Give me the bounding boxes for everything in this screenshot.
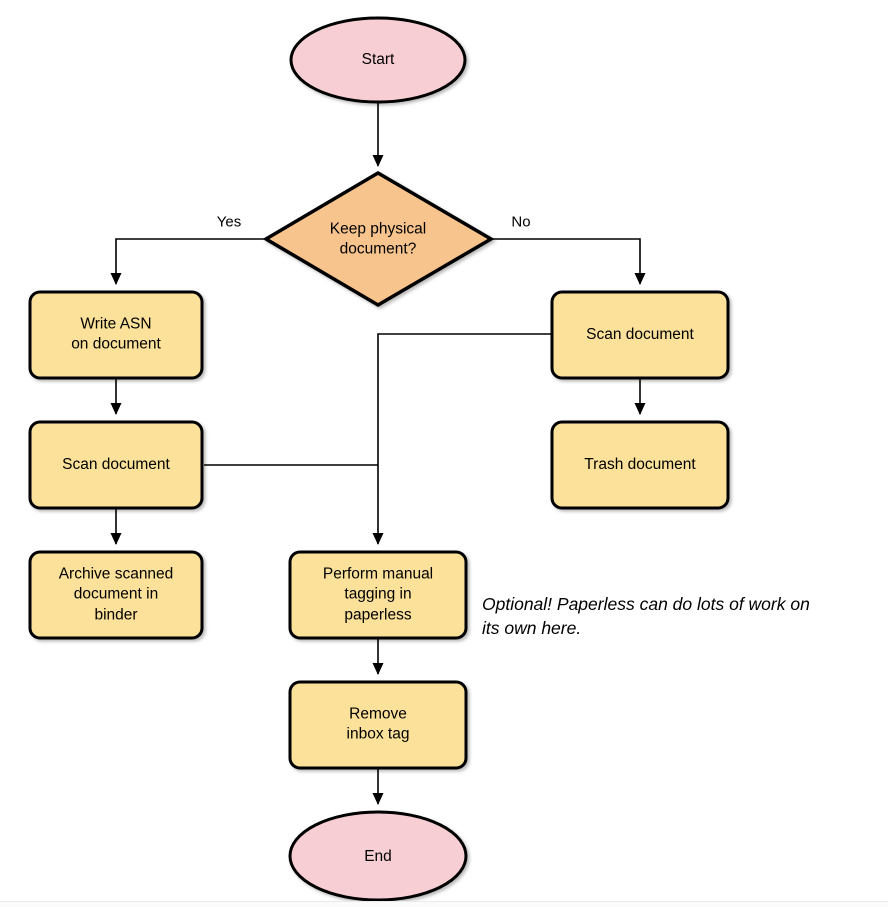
optional-note: Optional! Paperless can do lots of work … bbox=[482, 594, 810, 639]
archive-node-shape bbox=[28, 550, 204, 640]
remove-inbox-node-shape bbox=[288, 680, 468, 770]
write-asn-node-label: Write ASN on document bbox=[71, 315, 161, 353]
start-node-shape bbox=[289, 16, 467, 104]
write-asn-node-shape bbox=[28, 290, 204, 380]
nodes-group bbox=[28, 16, 730, 902]
scan-right-node-label: Scan document bbox=[586, 325, 694, 343]
tagging-node-shape bbox=[288, 550, 468, 640]
start-node-label: Start bbox=[361, 50, 395, 68]
page-bottom-divider bbox=[0, 901, 888, 907]
edges-group bbox=[110, 103, 646, 805]
tagging-node-label: Perform manual tagging in paperless bbox=[322, 565, 434, 624]
decision-node-label: Keep physical document? bbox=[329, 220, 427, 258]
yes-edge-label: Yes bbox=[214, 213, 244, 231]
edge-decision-no bbox=[492, 238, 646, 285]
edge-decision-yes bbox=[110, 238, 265, 285]
trash-node-label: Trash document bbox=[584, 455, 696, 473]
scan-right-node-shape bbox=[550, 290, 730, 380]
scan-left-node-shape bbox=[28, 420, 204, 510]
edge-scanright-to-tagging bbox=[372, 333, 552, 545]
end-node-label: End bbox=[364, 847, 392, 865]
remove-inbox-node-label: Remove inbox tag bbox=[346, 705, 410, 743]
decision-node-shape bbox=[262, 170, 495, 308]
end-node-shape bbox=[288, 810, 468, 902]
trash-node-shape bbox=[550, 420, 730, 510]
scan-left-node-label: Scan document bbox=[62, 455, 170, 473]
archive-node-label: Archive scanned document in binder bbox=[58, 565, 174, 624]
no-edge-label: No bbox=[509, 213, 533, 231]
